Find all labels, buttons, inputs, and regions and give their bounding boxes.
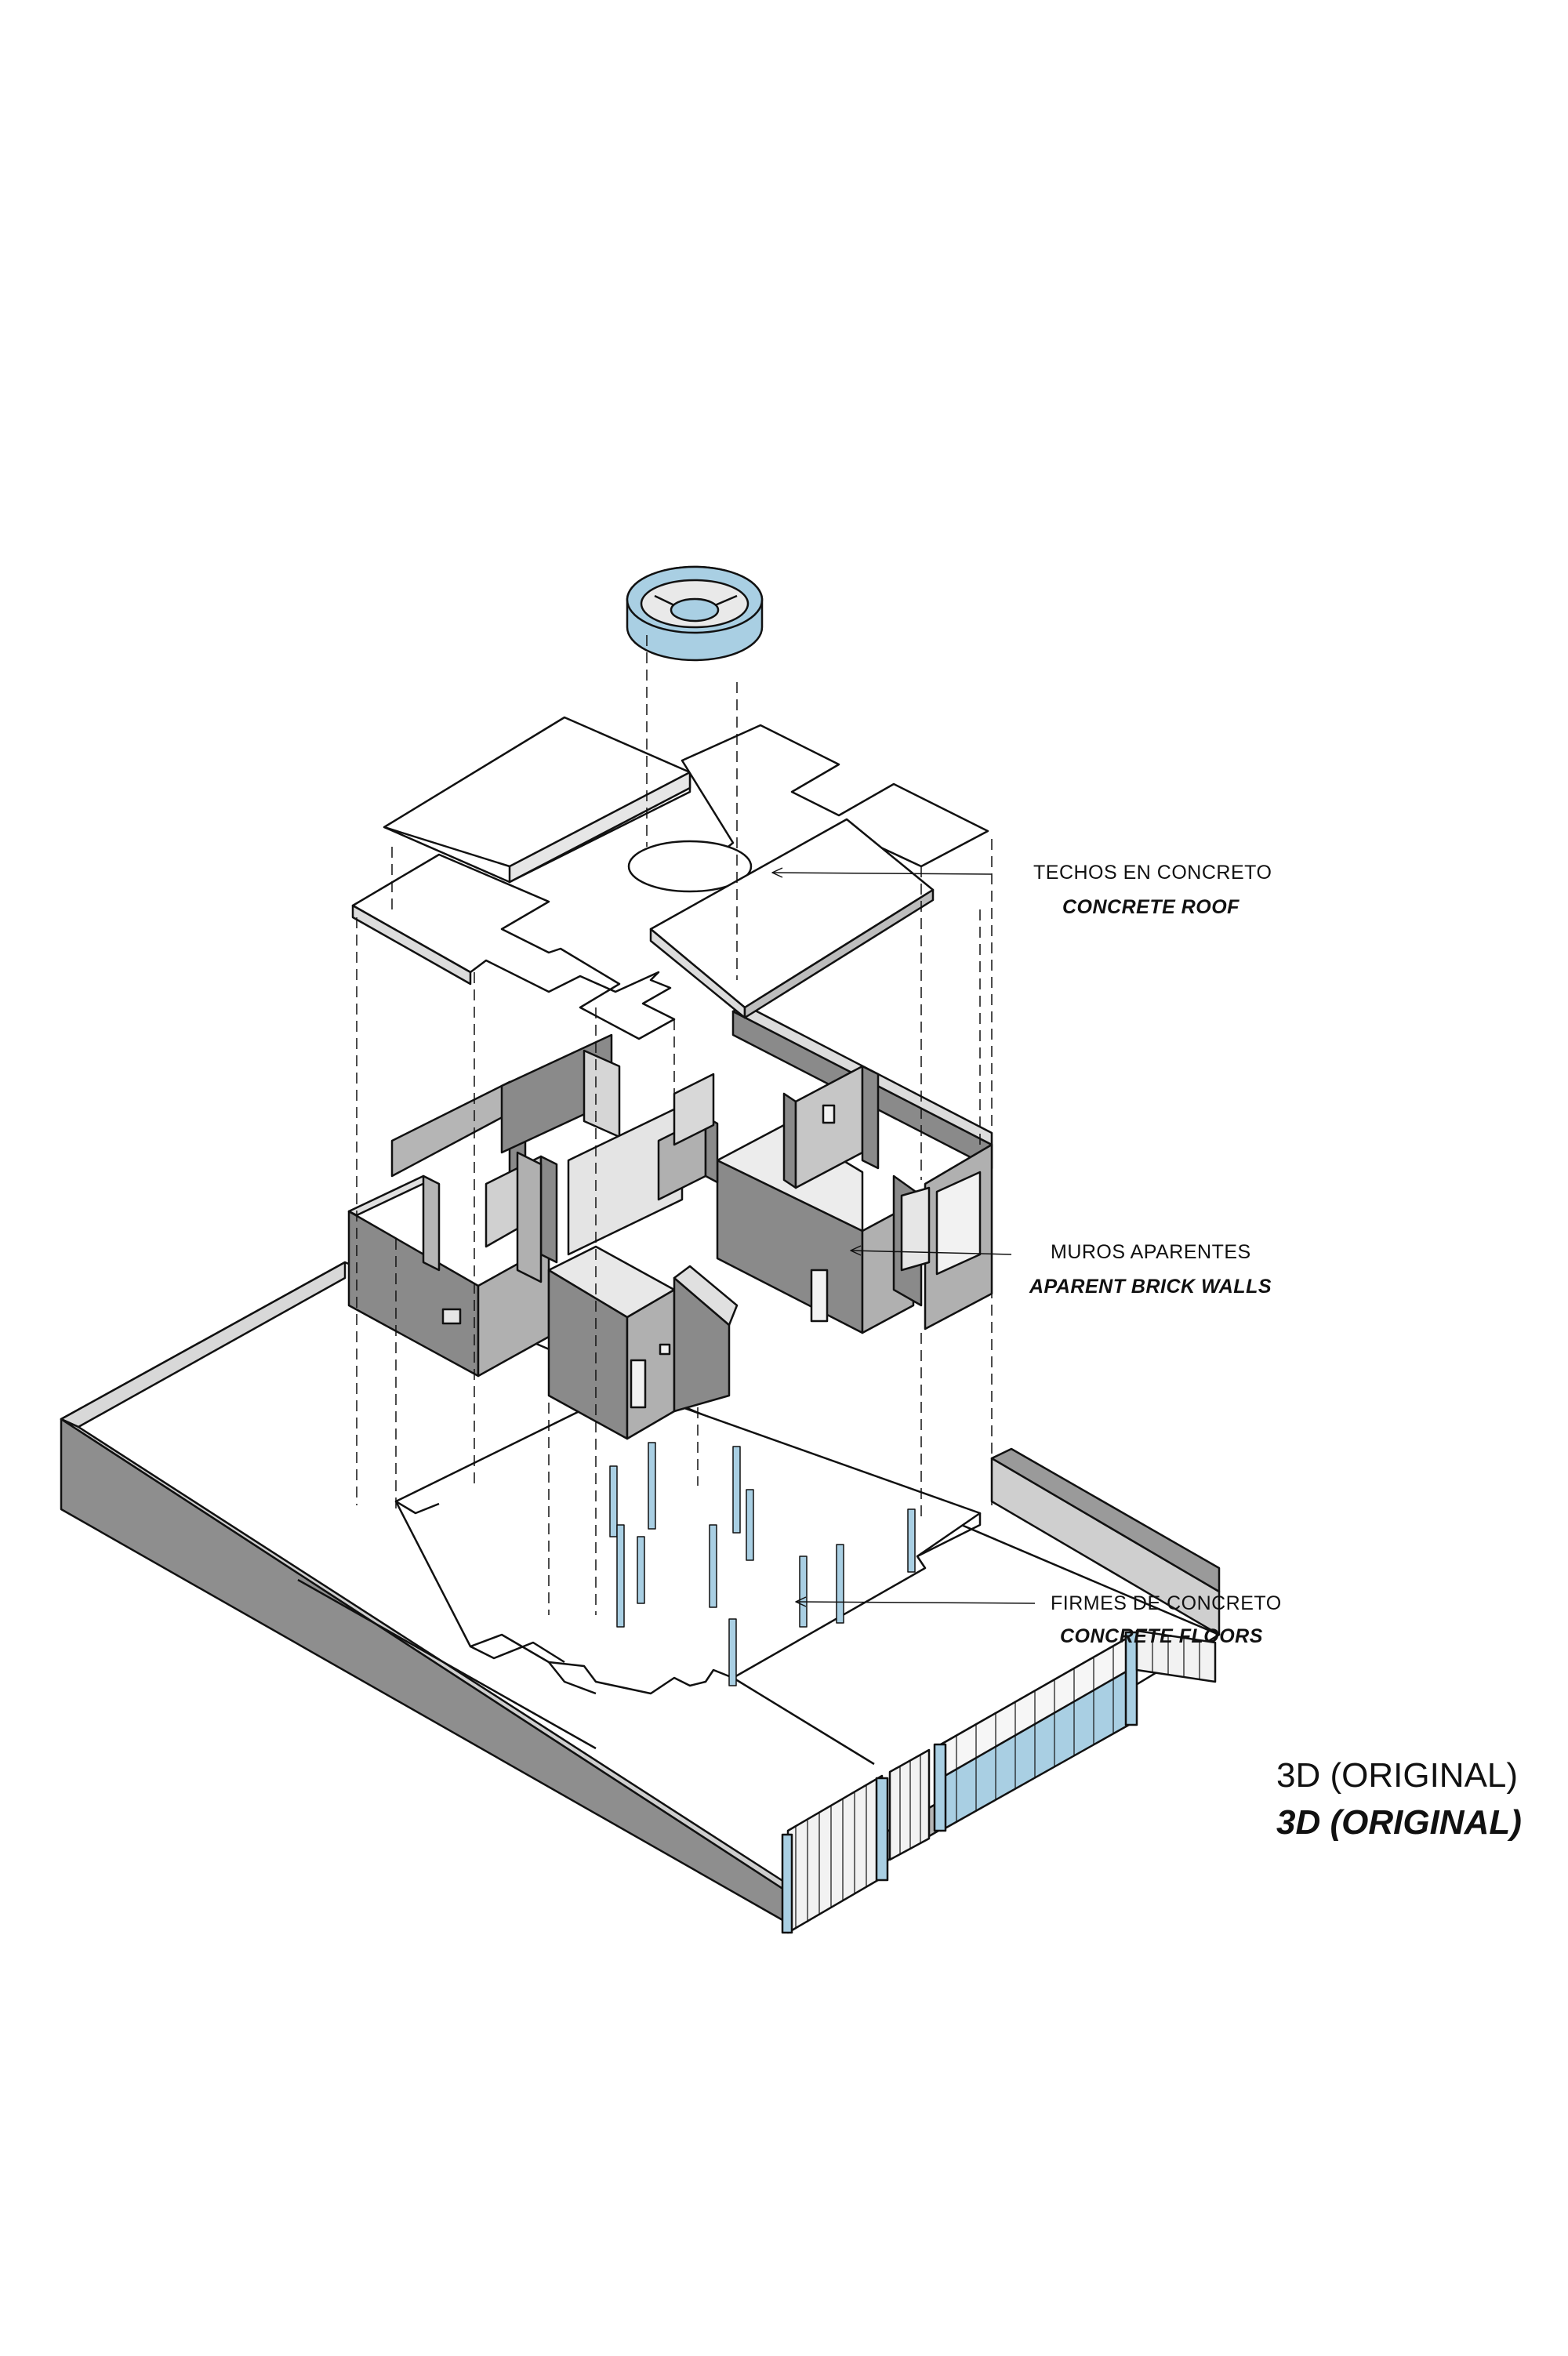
roof-label-es: TECHOS EN CONCRETO	[1033, 862, 1272, 884]
floors-label-en: CONCRETE FLOORS	[1060, 1625, 1263, 1647]
rooftop-water-tank	[626, 565, 764, 662]
concrete-floor-slab	[394, 1386, 982, 1695]
brick-walls-left-block	[347, 1033, 739, 1440]
columns	[609, 1442, 916, 1686]
view-title-es: 3D (ORIGINAL)	[1276, 1756, 1519, 1795]
view-title-en: 3D (ORIGINAL)	[1276, 1803, 1522, 1842]
leader-lines	[771, 867, 1036, 1607]
floors-label-es: FIRMES DE CONCRETO	[1051, 1592, 1282, 1614]
roof-label-en: CONCRETE ROOF	[1062, 896, 1240, 918]
concrete-roof-slabs	[351, 716, 989, 1040]
walls-label-es: MUROS APARENTES	[1051, 1241, 1251, 1263]
projection-dashed-lines	[356, 635, 993, 1615]
walls-label-en: APARENT BRICK WALLS	[1029, 1276, 1272, 1298]
driveway-gate	[933, 1629, 1217, 1832]
front-gate	[781, 1748, 931, 1934]
